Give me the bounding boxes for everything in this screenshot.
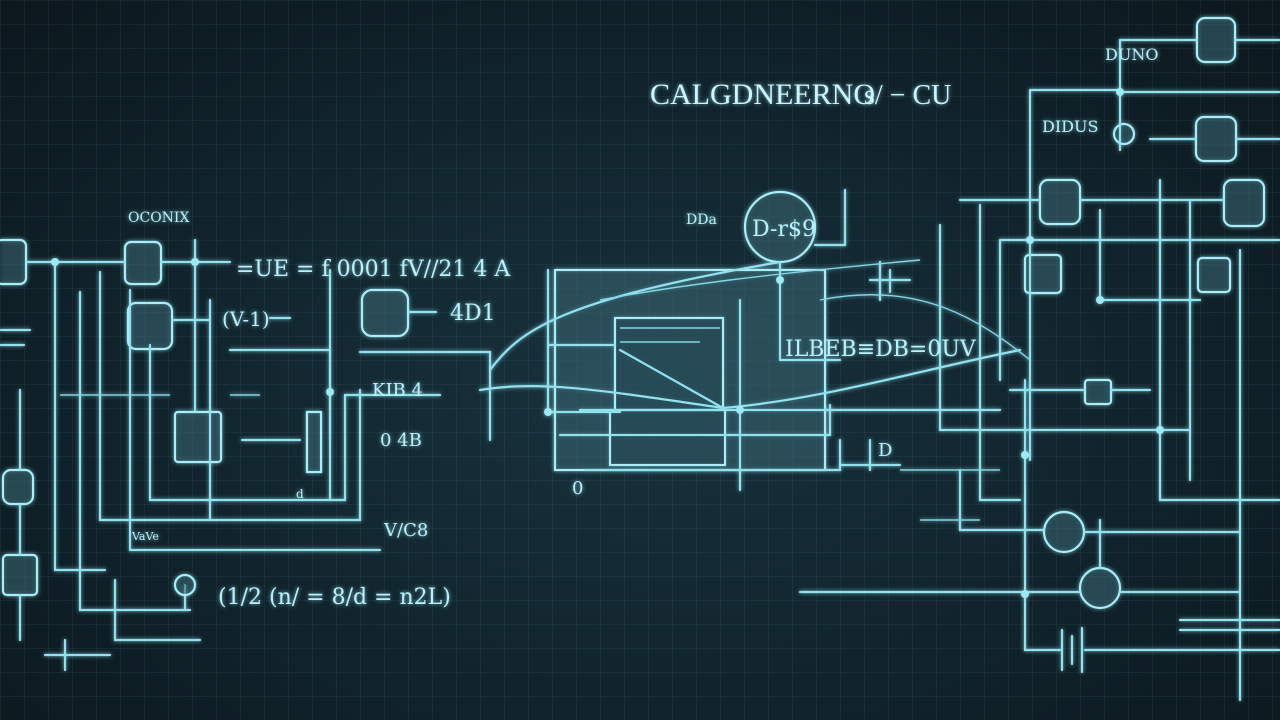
formula-1: =UE = f 0001 fV//21 4 A: [236, 257, 511, 282]
tag-3: d: [296, 487, 304, 501]
tag-1: DUNO: [1105, 45, 1158, 64]
left-header-label: OCONIX: [128, 210, 189, 226]
schematic-labels: CALGDNEERNO s/ − CU OCONIX DIDUS DDa D-r…: [128, 45, 1158, 610]
formula-2: (V-1): [222, 307, 270, 331]
tag-2: VaVe: [131, 530, 159, 543]
heading-suffix: s/ − CU: [864, 80, 951, 111]
formula-7: (1/2 (n/ = 8/d = n2L): [218, 585, 451, 610]
tag-5: 0: [572, 478, 583, 499]
formula-8: V/C8: [383, 520, 428, 541]
mid-label: DDa: [686, 212, 717, 228]
heading-text: CALGDNEERNO: [650, 78, 875, 111]
tag-4: D: [878, 440, 892, 461]
left-circuit: [0, 238, 492, 672]
circle-label: D-r$9: [752, 217, 816, 242]
formula-4: ILBEB≡DB=0UV: [785, 337, 977, 362]
top-right-label: DIDUS: [1042, 117, 1098, 136]
center-circuit: [478, 188, 1022, 492]
formula-6: 0 4B: [380, 430, 422, 451]
formula-3: 4D1: [450, 301, 496, 326]
formula-5: KIB 4: [372, 380, 423, 401]
right-circuit: [798, 16, 1280, 702]
